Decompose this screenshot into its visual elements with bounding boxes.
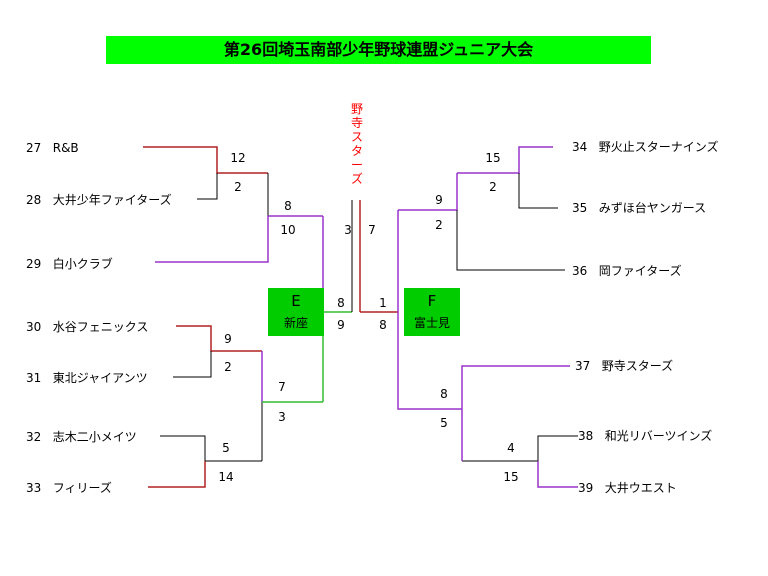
score-r2b-top: 7 bbox=[278, 380, 286, 394]
score-r2d-bot: 5 bbox=[440, 416, 448, 430]
score-30: 9 bbox=[224, 332, 232, 346]
line-35 bbox=[518, 173, 558, 209]
score-38: 4 bbox=[507, 441, 515, 455]
score-f-bot: 8 bbox=[379, 318, 387, 332]
team-27: 27 R&B bbox=[26, 141, 79, 155]
team-38: 38 和光リバーツインズ bbox=[578, 429, 713, 443]
score-r2d-top: 8 bbox=[440, 387, 448, 401]
team-31: 31 東北ジャイアンツ bbox=[26, 371, 148, 385]
line-28 bbox=[197, 173, 218, 200]
team-32: 32 志木二小メイツ bbox=[26, 430, 137, 444]
team-36: 36 岡ファイターズ bbox=[572, 264, 682, 278]
score-33: 14 bbox=[218, 470, 234, 484]
score-34: 15 bbox=[485, 151, 501, 165]
block-e-box: E 新座 bbox=[268, 288, 324, 336]
score-28: 2 bbox=[234, 180, 242, 194]
score-e-bot: 9 bbox=[337, 318, 345, 332]
team-34: 34 野火止スターナインズ bbox=[572, 140, 719, 154]
team-29: 29 白小クラブ bbox=[26, 257, 113, 271]
line-37 bbox=[461, 365, 570, 409]
team-28: 28 大井少年ファイターズ bbox=[26, 193, 172, 207]
team-39: 39 大井ウエスト bbox=[578, 481, 677, 495]
score-32: 5 bbox=[222, 441, 230, 455]
line-29 bbox=[155, 216, 269, 263]
block-f-box: F 富士見 bbox=[404, 288, 460, 336]
line-27 bbox=[143, 146, 268, 174]
line-36 bbox=[456, 210, 565, 271]
score-r2c-top: 9 bbox=[435, 193, 443, 207]
block-f-place: 富士見 bbox=[413, 316, 450, 330]
team-30: 30 水谷フェニックス bbox=[26, 320, 149, 334]
team-33: 33 フィリーズ bbox=[26, 481, 112, 495]
score-final-left: 3 bbox=[344, 223, 352, 237]
score-final-right: 7 bbox=[368, 223, 376, 237]
score-31: 2 bbox=[224, 360, 232, 374]
score-e-top: 8 bbox=[337, 296, 345, 310]
score-39: 15 bbox=[503, 470, 519, 484]
line-r2d-out bbox=[397, 312, 462, 410]
line-33 bbox=[148, 461, 206, 488]
team-35: 35 みずほ台ヤンガース bbox=[572, 201, 707, 215]
score-f-top: 1 bbox=[379, 296, 387, 310]
score-r2a-top: 8 bbox=[284, 199, 292, 213]
line-34 bbox=[457, 146, 553, 174]
line-39 bbox=[537, 461, 578, 488]
block-e-letter: E bbox=[291, 292, 301, 310]
block-f-letter: F bbox=[427, 292, 437, 310]
line-38 bbox=[462, 435, 578, 462]
score-35: 2 bbox=[489, 180, 497, 194]
score-r2b-bot: 3 bbox=[278, 410, 286, 424]
champion-label: 野寺スターズ bbox=[350, 102, 363, 186]
line-31 bbox=[173, 351, 212, 378]
line-32 bbox=[160, 435, 262, 462]
tournament-title: 第26回埼玉南部少年野球連盟ジュニア大会 bbox=[106, 36, 651, 64]
score-r2c-bot: 2 bbox=[435, 218, 443, 232]
score-27: 12 bbox=[230, 151, 246, 165]
block-e-place: 新座 bbox=[283, 316, 308, 330]
team-37: 37 野寺スターズ bbox=[575, 359, 674, 373]
line-30 bbox=[176, 325, 262, 352]
score-r2a-bot: 10 bbox=[280, 223, 296, 237]
